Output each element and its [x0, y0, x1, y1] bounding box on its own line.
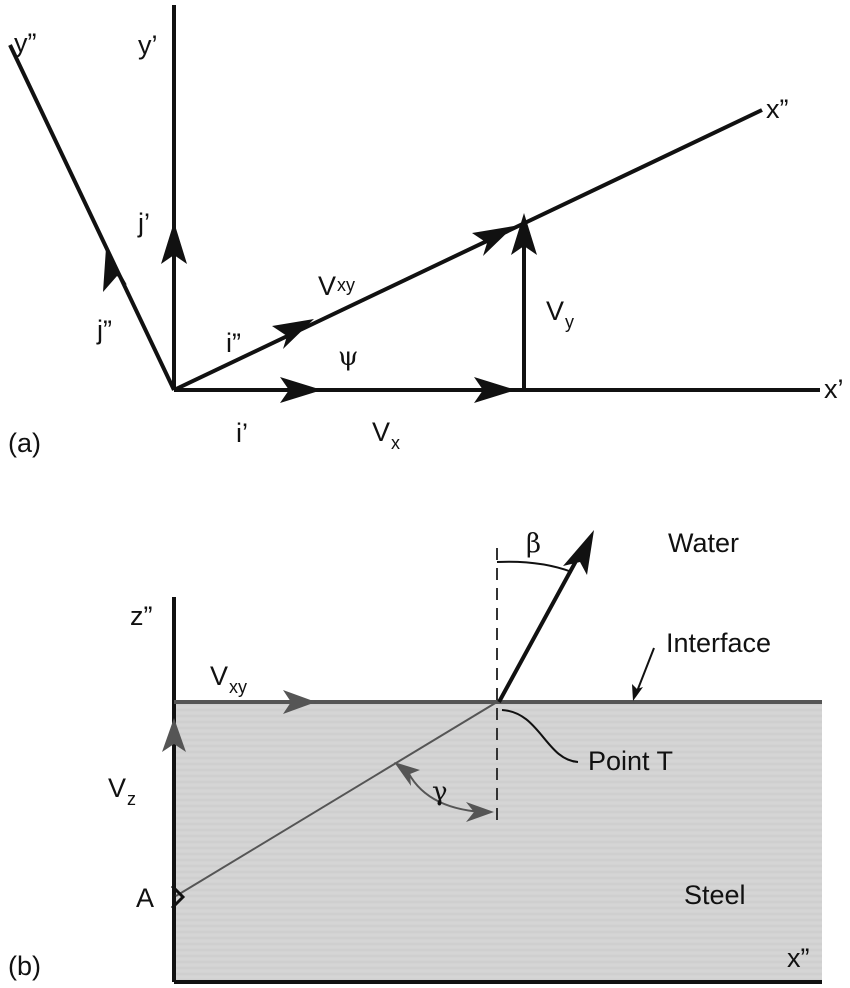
angle-beta-label: β: [526, 529, 541, 559]
refracted-ray: [497, 549, 584, 703]
unit-i-dprime-arrowhead: [272, 319, 314, 349]
beta-arc: [496, 560, 573, 573]
axis-x-dprime-label: x”: [766, 94, 789, 124]
unit-j-prime-arrowhead: [161, 222, 187, 264]
vector-vxy-b-label: Vxy: [210, 661, 247, 697]
point-a-marker: [170, 884, 186, 910]
refracted-ray-arrowhead: [563, 530, 594, 575]
unit-i-dprime-label: i”: [226, 328, 241, 358]
gamma-arrowhead-end: [466, 802, 494, 822]
vector-vxy-b-arrowhead: [283, 690, 316, 714]
axis-y-dprime: [8, 44, 176, 391]
unit-j-dprime-label: j”: [96, 315, 112, 345]
unit-j-dprime-arrowhead: [103, 248, 127, 292]
axis-y-dprime-label: y”: [14, 28, 37, 58]
unit-i-prime-arrowhead: [280, 377, 322, 403]
point-t-label: Point T: [588, 746, 673, 776]
vector-vz-arrowhead: [162, 718, 186, 752]
interface-label: Interface: [666, 628, 771, 658]
axis-x-prime-label: x’: [824, 374, 844, 404]
water-label: Water: [668, 528, 739, 558]
angle-gamma-label: γ: [432, 777, 448, 807]
axis-y-prime-label: y’: [138, 30, 158, 60]
panel-a-tag: (a): [8, 428, 41, 458]
vector-vxy-label: Vxy: [318, 271, 355, 301]
steel-block: [174, 702, 822, 982]
interface-pointer: [635, 647, 655, 695]
panel-b-tag: (b): [8, 951, 41, 981]
vector-vx-arrowhead: [474, 377, 516, 403]
panel-b: β γ Vxy Vz A Interface Point T Water Ste…: [8, 528, 822, 984]
incident-ray: [175, 701, 498, 897]
point-a-label: A: [136, 883, 154, 913]
panel-a: y” y’ x” x’ j’ j” i” i’ ψ Vxy Vx Vy (a): [8, 5, 844, 458]
point-t-leader: [501, 709, 579, 763]
vector-vy-arrowhead: [511, 213, 537, 255]
interface-pointer-arrowhead: [632, 684, 643, 701]
vector-vxy-arrowhead: [472, 226, 514, 256]
axis-x-dprime-b-label: x”: [787, 943, 810, 973]
steel-label: Steel: [684, 880, 746, 910]
vector-vz-label: Vz: [108, 773, 136, 809]
unit-j-prime-label: j’: [137, 208, 150, 238]
angle-psi-label: ψ: [338, 342, 358, 372]
axis-z-dprime-label: z”: [130, 601, 153, 631]
vector-vy-label: Vy: [546, 296, 574, 332]
axis-x-dprime: [173, 108, 763, 392]
unit-i-prime-label: i’: [236, 418, 248, 448]
vector-vx-label: Vx: [372, 417, 400, 453]
gamma-arrowhead-start: [394, 762, 420, 786]
